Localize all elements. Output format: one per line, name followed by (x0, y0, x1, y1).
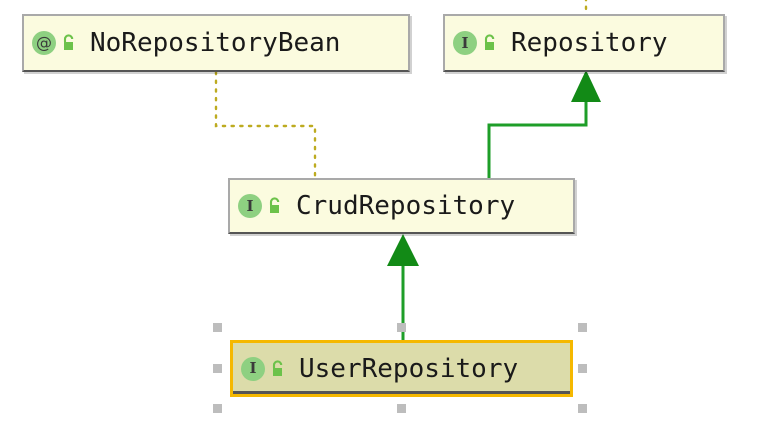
arrowhead-triangle-repository (571, 70, 601, 102)
resize-handle-top-right[interactable] (578, 323, 587, 332)
resize-handle-bottom-center[interactable] (397, 404, 406, 413)
interface-glyph: I (461, 33, 469, 52)
node-bottom-rule (233, 391, 570, 394)
edge-generalization-crudrepository-repository[interactable] (487, 90, 588, 178)
unlocked-padlock-icon (481, 33, 499, 53)
interface-icon: I (238, 194, 262, 218)
interface-glyph: I (246, 196, 254, 215)
interface-glyph: I (249, 359, 257, 377)
unlocked-padlock-icon (60, 33, 78, 53)
unlocked-padlock-icon (269, 359, 287, 379)
class-node-crudrepository[interactable]: I CrudRepository (228, 178, 575, 234)
annotation-icon: @ (32, 31, 56, 55)
class-node-label: NoRepositoryBean (90, 28, 341, 58)
interface-icon: I (453, 31, 477, 55)
class-node-norepositorybean[interactable]: @ NoRepositoryBean (22, 14, 410, 72)
class-node-repository[interactable]: I Repository (443, 14, 725, 72)
resize-handle-top-center[interactable] (397, 323, 406, 332)
class-node-label: UserRepository (299, 353, 519, 384)
edge-annotation-norepositorybean-crudrepository[interactable] (214, 70, 317, 180)
resize-handle-bottom-right[interactable] (578, 404, 587, 413)
class-node-label: CrudRepository (296, 191, 516, 221)
annotation-glyph: @ (36, 33, 52, 52)
arrowhead-triangle-crudrepository (387, 234, 419, 266)
resize-handle-middle-right[interactable] (578, 364, 587, 373)
class-node-label: Repository (511, 28, 668, 58)
interface-icon: I (241, 356, 265, 381)
resize-handle-bottom-left[interactable] (213, 404, 222, 413)
unlocked-padlock-icon (266, 196, 284, 216)
resize-handle-top-left[interactable] (213, 323, 222, 332)
resize-handle-middle-left[interactable] (213, 364, 222, 373)
class-node-userrepository[interactable]: I UserRepository (230, 340, 573, 397)
